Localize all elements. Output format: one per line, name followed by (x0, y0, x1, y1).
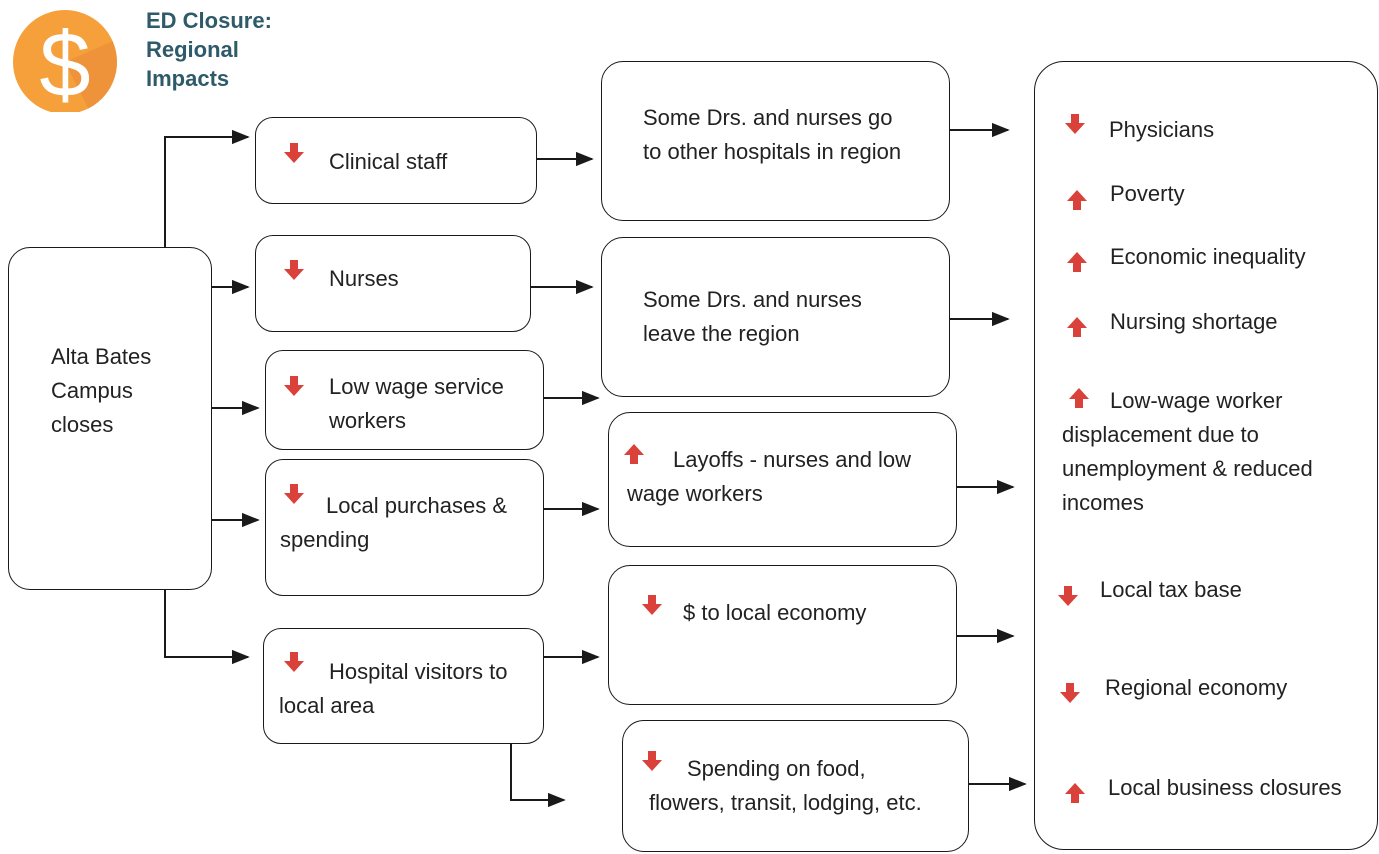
effect-box-purchases (265, 459, 544, 596)
effect-box-drs-other-hospitals (601, 61, 950, 221)
outcome-label: Nursing shortage (1110, 309, 1278, 334)
arrow-down-icon (1058, 586, 1078, 606)
arrow-up-icon (1067, 190, 1087, 210)
arrow-down-icon (284, 652, 304, 672)
outcome-label: Local business closures (1108, 775, 1342, 800)
arrow-down-icon (642, 595, 662, 615)
effect-label: Layoffs - nurses and low wage workers (627, 447, 912, 506)
arrow-down-icon (1060, 683, 1080, 703)
effect-label: Clinical staff (329, 149, 448, 174)
effect-box-spending-food (622, 720, 969, 852)
effect-box-layoffs (608, 412, 957, 547)
logo-dollar-sign: $ (39, 14, 90, 112)
arrow-down-icon (284, 376, 304, 396)
effect-box-visitors (263, 628, 544, 744)
effect-label: Some Drs. and nurses leave the region (643, 287, 862, 346)
effect-box-low-wage (265, 350, 544, 450)
arrow-down-icon (284, 484, 304, 504)
effect-label: Some Drs. and nurses go to other hospita… (643, 105, 902, 164)
connector-to-visitors (164, 590, 250, 665)
arrow-up-icon (1065, 783, 1085, 803)
source-label: Alta Bates Campus closes (51, 344, 152, 437)
outcome-label: Economic inequality (1110, 244, 1306, 269)
arrow-down-icon (284, 260, 304, 280)
effect-label: Nurses (329, 266, 399, 291)
arrow-up-icon (624, 444, 644, 464)
outcome-label: Regional economy (1105, 675, 1288, 700)
arrow-down-icon (284, 143, 304, 163)
title-line: ED Closure: (146, 8, 272, 33)
dollar-logo-icon: $ (13, 10, 117, 112)
arrow-up-icon (1067, 317, 1087, 337)
arrow-down-icon (642, 751, 662, 771)
effect-box-clinical-staff (255, 117, 537, 204)
effect-label: Hospital visitors to local area (279, 659, 508, 718)
outcome-label: Poverty (1110, 181, 1185, 206)
connector-to-clinical-staff (164, 129, 250, 247)
effect-label: Spending on food, flowers, transit, lodg… (649, 756, 922, 815)
effect-box-local-economy (608, 565, 957, 705)
outcome-label: Low-wage worker displacement due to unem… (1062, 388, 1313, 515)
effect-box-drs-leave (601, 237, 950, 397)
source-box (8, 247, 212, 590)
diagram-title: ED Closure: Regional Impacts (146, 6, 286, 93)
arrow-down-icon (1065, 114, 1085, 134)
effect-label: Local purchases & spending (280, 493, 507, 552)
outcomes-box (1034, 61, 1378, 850)
effect-box-nurses (255, 235, 531, 332)
connector-visitors-to-spending (510, 744, 566, 808)
arrow-up-icon (1069, 388, 1089, 408)
outcome-label: Local tax base (1100, 577, 1242, 602)
title-line: Impacts (146, 66, 230, 91)
title-line: Regional (146, 37, 239, 62)
outcome-label: Physicians (1109, 117, 1215, 142)
effect-label: $ to local economy (683, 600, 867, 625)
effect-label: Low wage service workers (329, 374, 504, 433)
arrow-up-icon (1067, 252, 1087, 272)
